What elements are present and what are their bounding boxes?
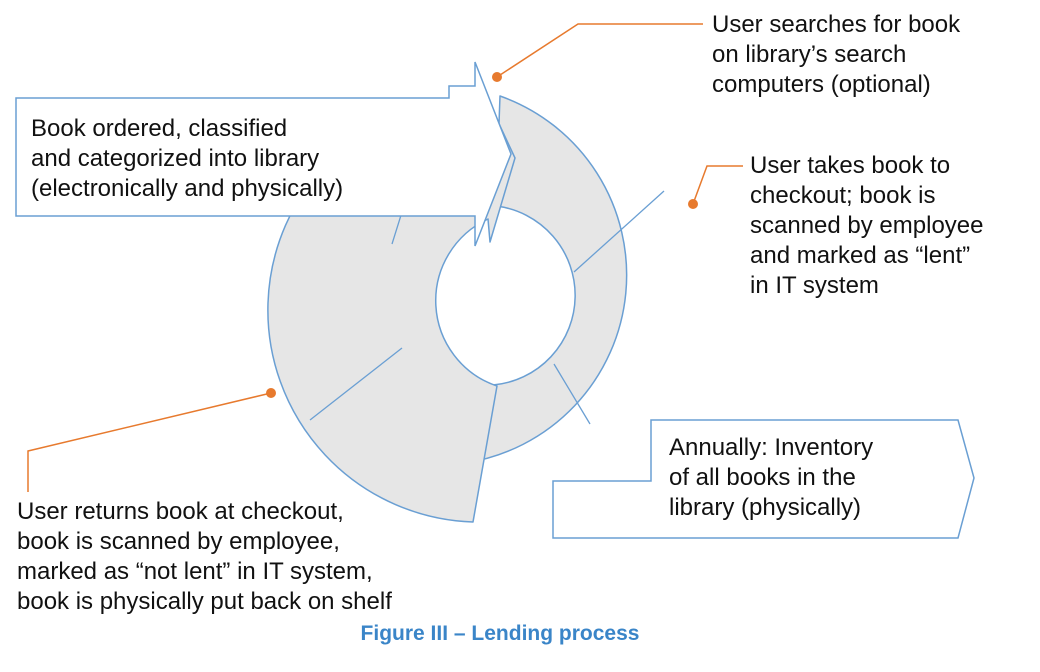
segment-divider [391,211,403,245]
step-checkout-line-2: checkout; book is [750,182,936,209]
step-search-line-2: on library’s search [712,41,907,68]
arrow-ordered-line-2: and categorized into library [31,145,320,172]
callout-dot-search [492,72,502,82]
step-return-line-1: User returns book at checkout, [17,498,344,525]
callout-line-return [27,392,272,492]
step-label-checkout: User takes book to checkout; book is sca… [750,151,983,301]
step-search-line-3: computers (optional) [712,71,931,98]
callout-line-checkout [692,165,743,205]
step-return-line-3: marked as “not lent” in IT system, [17,558,373,585]
arrow-box-inventory [552,419,975,539]
segment-divider [553,363,591,425]
step-label-return: User returns book at checkout, book is s… [17,497,392,617]
arrow-inventory-line-1: Annually: Inventory [669,434,874,461]
step-checkout-line-4: and marked as “lent” [750,242,971,269]
arrow-inventory-line-2: of all books in the [669,464,856,491]
arrow-box-ordered [15,61,512,247]
callout-line-search [496,23,703,78]
arrow-ordered-line-1: Book ordered, classified [31,115,288,142]
callout-dot-checkout [688,199,698,209]
arrow-inventory-line-3: library (physically) [669,494,862,521]
figure-caption: Figure III – Lending process [360,622,640,645]
segment-divider [309,347,403,421]
callout-dot-return [266,388,276,398]
step-checkout-line-5: in IT system [750,272,879,299]
step-search-line-1: User searches for book [712,11,961,38]
arrow-label-inventory: Annually: Inventory of all books in the … [669,433,873,523]
arrow-ordered-line-3: (electronically and physically) [31,175,344,202]
callout-connectors [27,23,743,492]
step-checkout-line-3: scanned by employee [750,212,984,239]
step-checkout-line-1: User takes book to [750,152,951,179]
step-return-line-2: book is scanned by employee, [17,528,340,555]
step-label-search: User searches for book on library’s sear… [712,10,960,100]
step-return-line-4: book is physically put back on shelf [17,588,392,615]
arrow-label-ordered: Book ordered, classified and categorized… [31,114,343,204]
segment-divider [573,190,665,273]
